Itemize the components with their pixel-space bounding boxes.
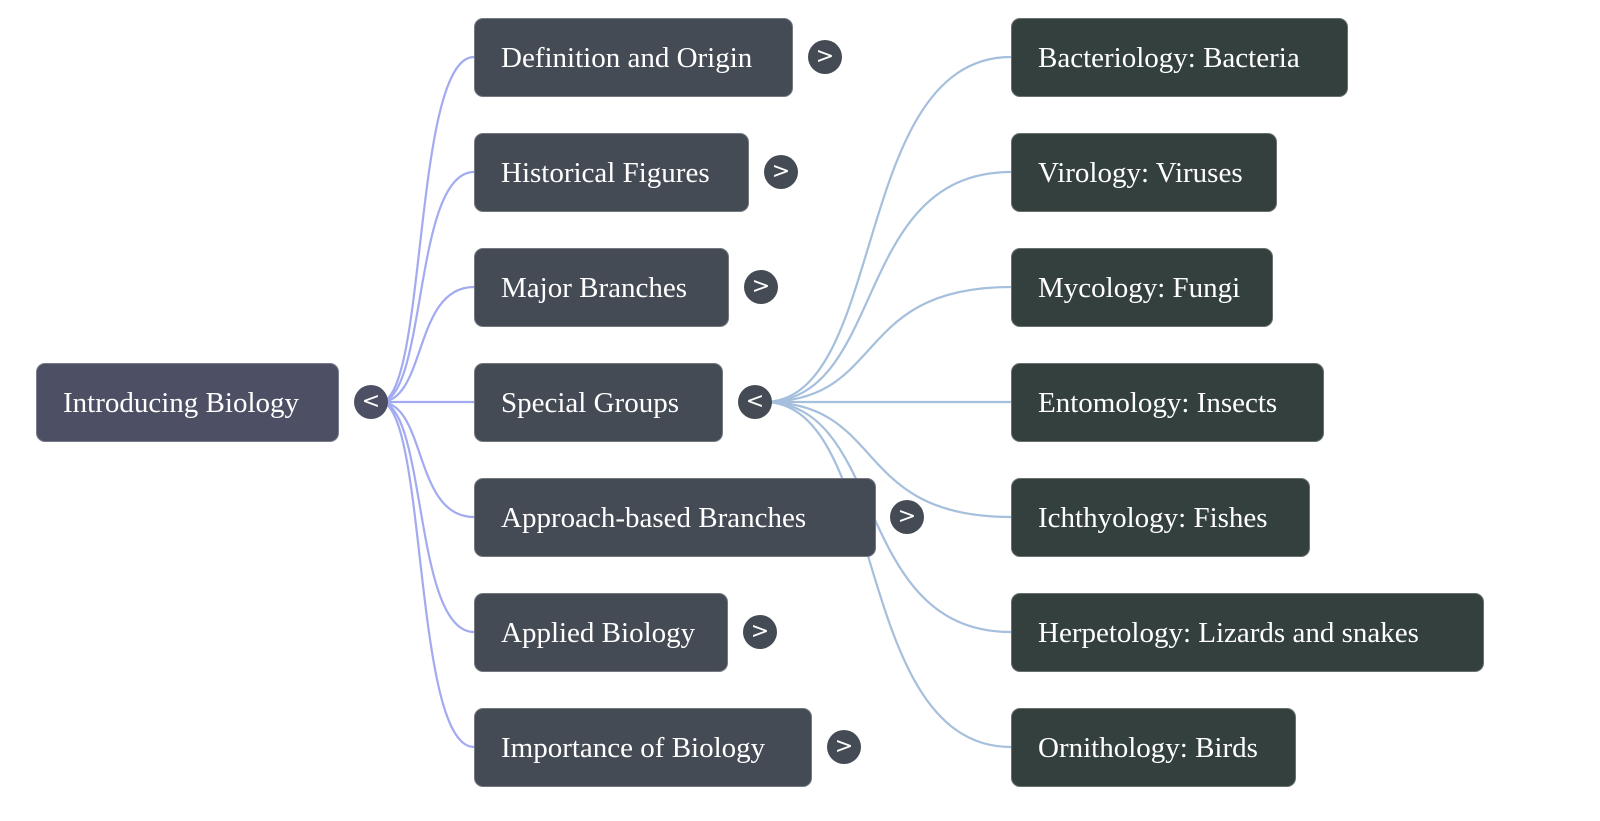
- expand-toggle-applied-biology[interactable]: >: [743, 615, 777, 649]
- expand-chevron-right-icon: >: [750, 619, 770, 644]
- node-label: Major Branches: [501, 272, 688, 304]
- expand-toggle-approach-based-branches[interactable]: >: [890, 500, 924, 534]
- edge-root-to-level1: [379, 400, 475, 749]
- node-label: Historical Figures: [501, 157, 710, 189]
- node-label: Entomology: Insects: [1038, 387, 1278, 419]
- node-importance-of-biology[interactable]: Importance of Biology: [474, 708, 812, 787]
- expand-chevron-right-icon: >: [751, 274, 771, 299]
- edge-special-groups-to-level2: [763, 55, 1012, 404]
- node-virology[interactable]: Virology: Viruses: [1011, 133, 1277, 212]
- edge-root-to-level1: [379, 170, 475, 404]
- node-definition-and-origin[interactable]: Definition and Origin: [474, 18, 793, 97]
- expand-toggle-major-branches[interactable]: >: [744, 270, 778, 304]
- node-label: Ichthyology: Fishes: [1038, 502, 1268, 534]
- expand-chevron-right-icon: >: [771, 159, 791, 184]
- edge-root-to-level1: [379, 400, 475, 519]
- expand-toggle-historical-figures[interactable]: >: [764, 155, 798, 189]
- node-label: Virology: Viruses: [1038, 157, 1243, 189]
- node-applied-biology[interactable]: Applied Biology: [474, 593, 728, 672]
- edge-root-to-level1: [379, 285, 475, 404]
- expand-chevron-right-icon: >: [834, 734, 854, 759]
- node-herpetology[interactable]: Herpetology: Lizards and snakes: [1011, 593, 1484, 672]
- node-special-groups[interactable]: Special Groups: [474, 363, 723, 442]
- expand-toggle-importance-of-biology[interactable]: >: [827, 730, 861, 764]
- root-node-introducing-biology[interactable]: Introducing Biology: [36, 363, 339, 442]
- node-mycology[interactable]: Mycology: Fungi: [1011, 248, 1273, 327]
- node-label: Applied Biology: [501, 617, 696, 649]
- edge-special-groups-to-level2: [763, 285, 1012, 404]
- node-label: Herpetology: Lizards and snakes: [1038, 617, 1419, 649]
- collapse-toggle-special-groups[interactable]: <: [738, 385, 772, 419]
- node-label: Importance of Biology: [501, 732, 766, 764]
- collapse-chevron-left-icon: <: [361, 389, 381, 414]
- root-collapse-toggle[interactable]: <: [354, 385, 388, 419]
- node-major-branches[interactable]: Major Branches: [474, 248, 729, 327]
- node-ichthyology[interactable]: Ichthyology: Fishes: [1011, 478, 1310, 557]
- expand-chevron-right-icon: >: [815, 44, 835, 69]
- node-label: Special Groups: [501, 387, 679, 419]
- node-ornithology[interactable]: Ornithology: Birds: [1011, 708, 1296, 787]
- node-label: Mycology: Fungi: [1038, 272, 1241, 304]
- node-label: Bacteriology: Bacteria: [1038, 42, 1300, 74]
- expand-toggle-definition-and-origin[interactable]: >: [808, 40, 842, 74]
- node-entomology[interactable]: Entomology: Insects: [1011, 363, 1324, 442]
- root-node-label: Introducing Biology: [63, 387, 300, 419]
- edge-special-groups-to-level2: [763, 170, 1012, 404]
- node-approach-based-branches[interactable]: Approach-based Branches: [474, 478, 876, 557]
- edge-root-to-level1: [379, 55, 475, 404]
- expand-chevron-right-icon: >: [897, 504, 917, 529]
- node-label: Ornithology: Birds: [1038, 732, 1258, 764]
- edge-special-groups-to-level2: [763, 400, 1012, 749]
- edge-root-to-level1: [379, 400, 475, 634]
- node-historical-figures[interactable]: Historical Figures: [474, 133, 749, 212]
- node-bacteriology[interactable]: Bacteriology: Bacteria: [1011, 18, 1348, 97]
- collapse-chevron-left-icon: <: [745, 389, 765, 414]
- node-label: Definition and Origin: [501, 42, 753, 74]
- node-label: Approach-based Branches: [501, 502, 807, 534]
